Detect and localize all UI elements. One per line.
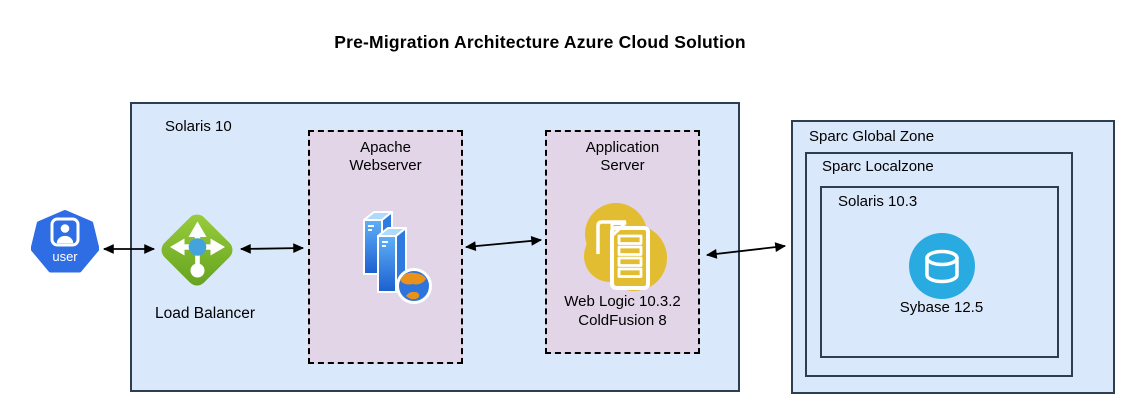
load-balancer-icon xyxy=(161,214,233,286)
load-balancer-label: Load Balancer xyxy=(155,305,255,322)
node-application-server: Application Server Web Logic 10.3.2 Cold… xyxy=(545,130,700,354)
database-icon xyxy=(909,233,975,299)
application-server-caption-2: ColdFusion 8 xyxy=(578,312,667,329)
node-apache-webserver: Apache Webserver xyxy=(308,130,463,364)
application-server-caption-1: Web Logic 10.3.2 xyxy=(564,293,681,310)
sybase-label: Sybase 12.5 xyxy=(899,299,984,316)
user-icon xyxy=(31,210,99,273)
group-solaris10-label: Solaris 10 xyxy=(165,118,232,135)
group-solaris103: Solaris 10.3 Sybase 12.5 xyxy=(820,186,1059,358)
diagram-title: Pre-Migration Architecture Azure Cloud S… xyxy=(334,32,746,52)
solaris103-label: Solaris 10.3 xyxy=(838,193,918,210)
sparc-global-zone-label: Sparc Global Zone xyxy=(809,128,935,145)
group-sparc-localzone: Sparc Localzone Solaris 10.3 Sybase 12.5 xyxy=(805,152,1073,377)
application-server-icon xyxy=(584,203,667,291)
application-server-label: Application Server xyxy=(585,139,660,174)
group-sparc-global-zone: Sparc Global Zone Sparc Localzone Solari… xyxy=(791,120,1115,394)
apache-webserver-label: Apache Webserver xyxy=(349,139,422,174)
user-label: user xyxy=(52,249,78,264)
web-server-icon xyxy=(363,211,432,304)
sparc-localzone-label: Sparc Localzone xyxy=(822,158,934,175)
